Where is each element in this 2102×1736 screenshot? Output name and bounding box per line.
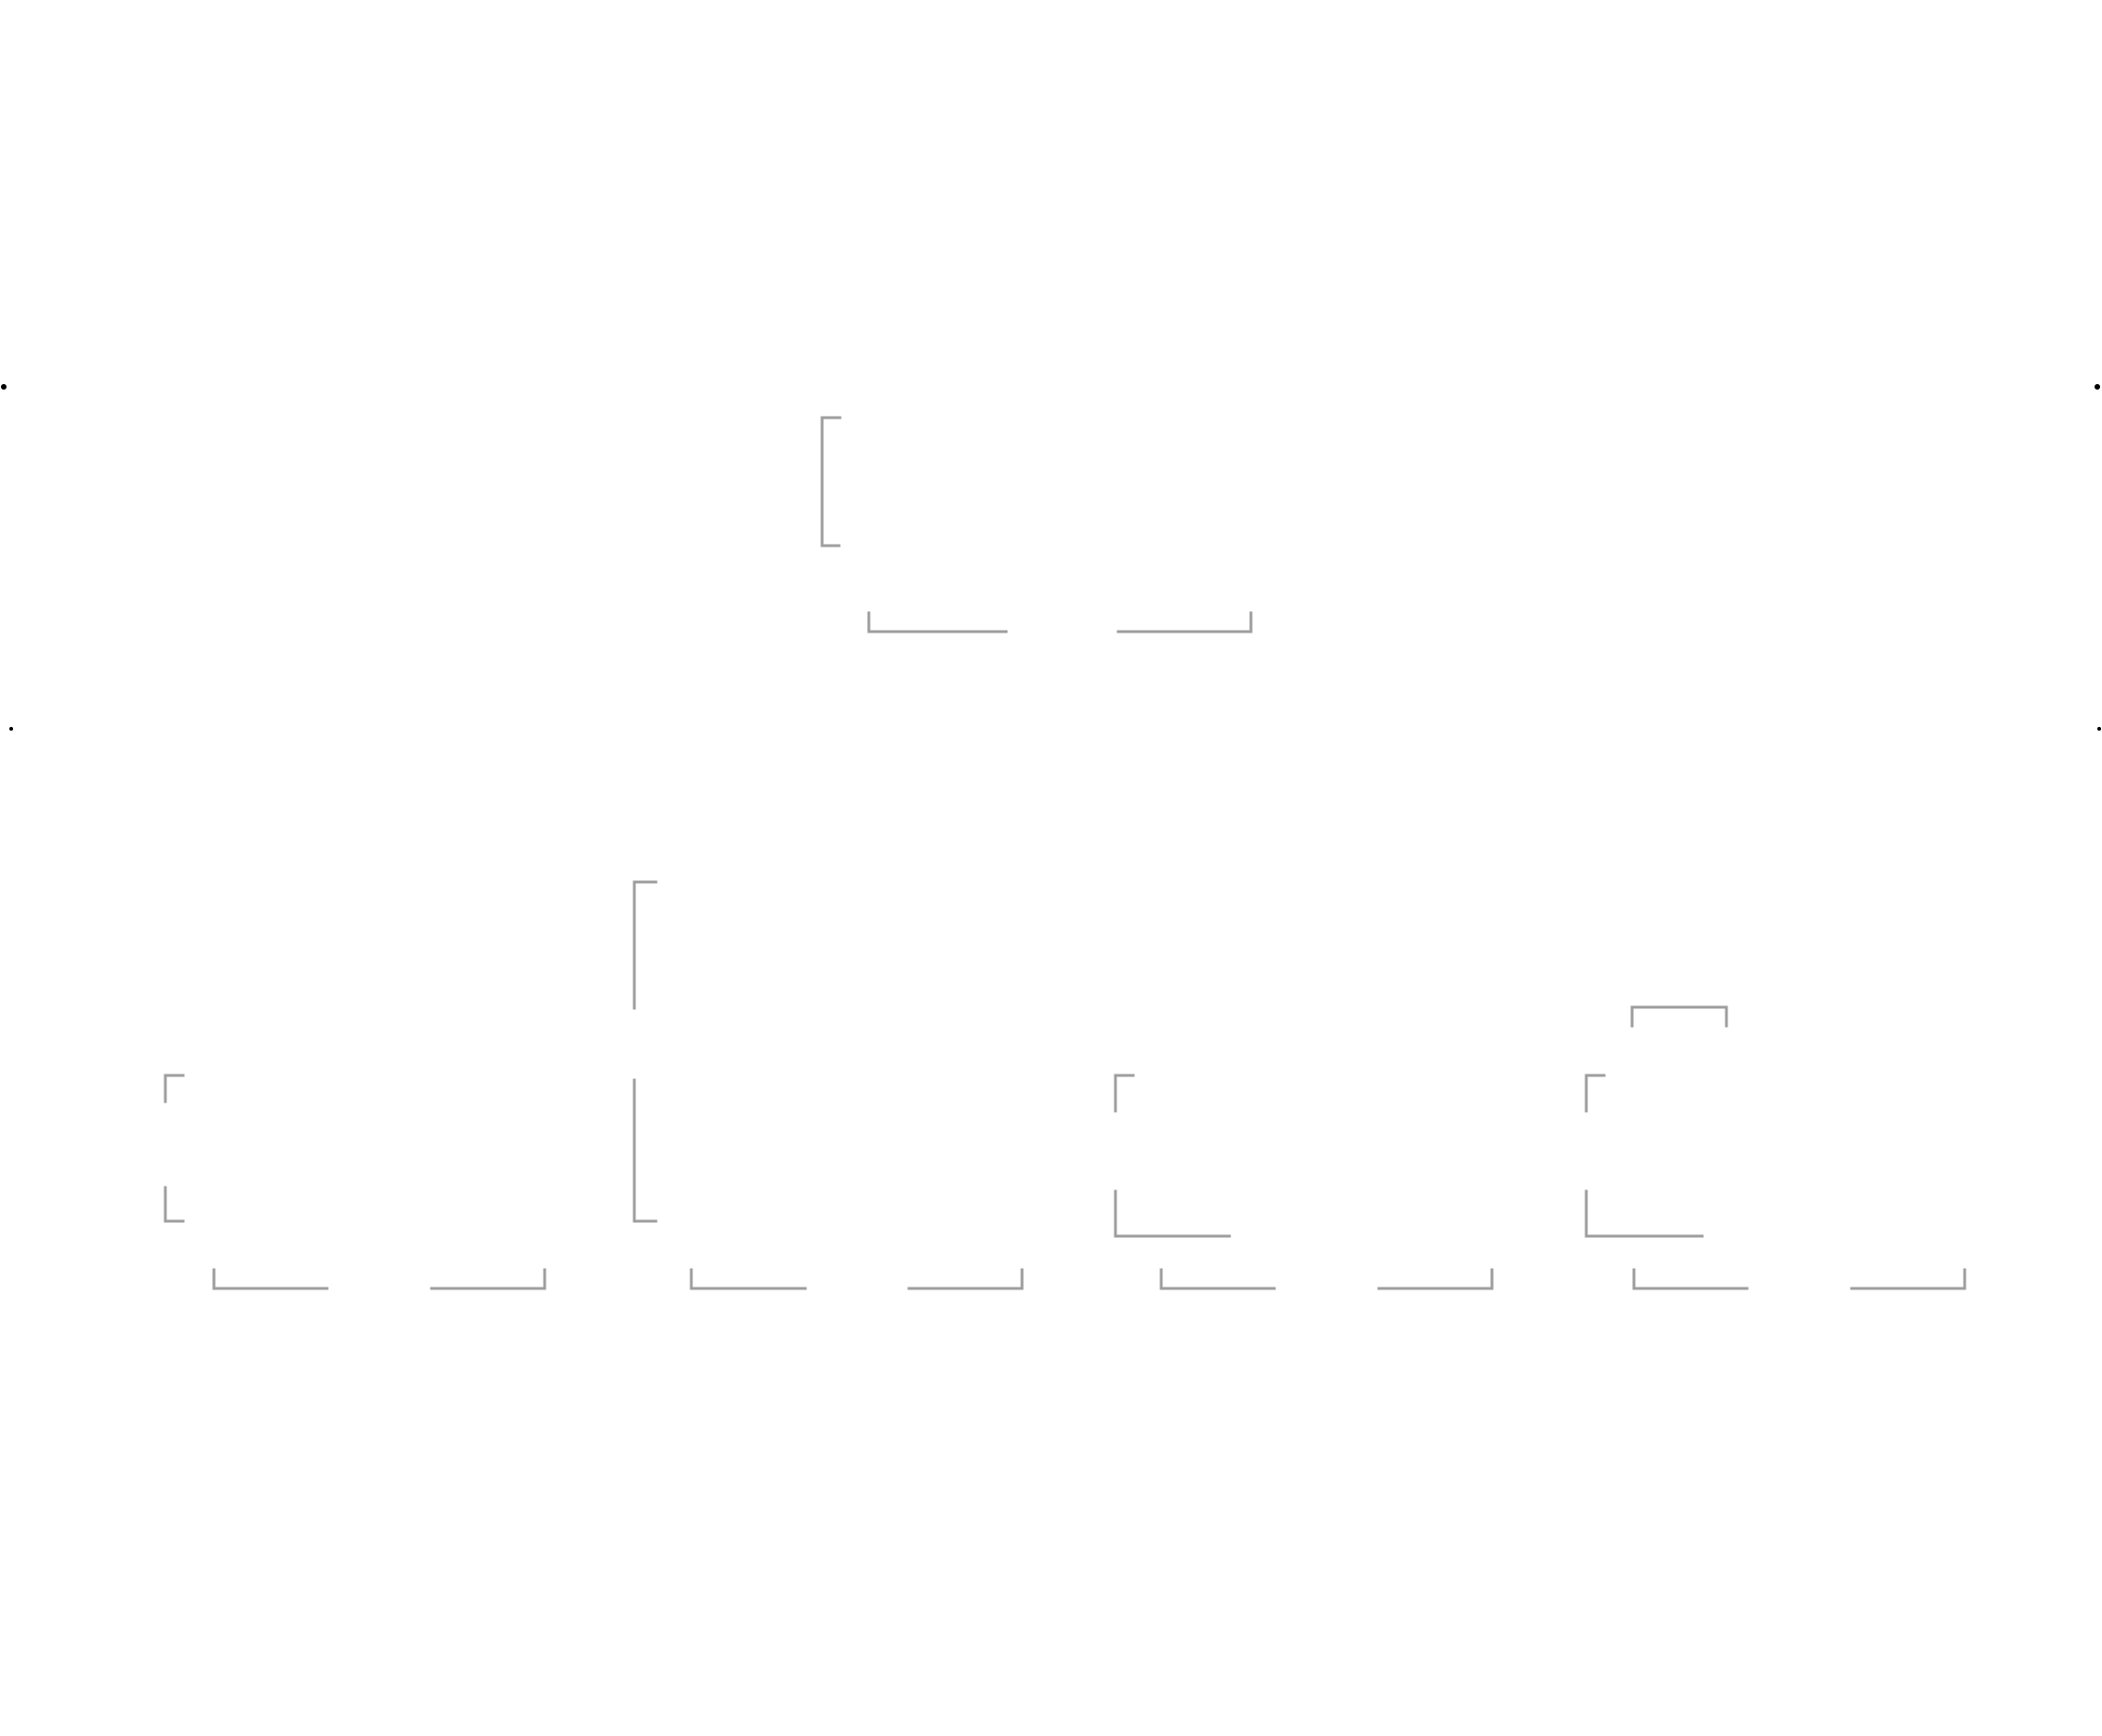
- group-2-lower-vertical-bracket: [632, 1078, 658, 1223]
- top-left-vertical-bracket: [820, 416, 842, 548]
- group-1-bottom-right-corner: [430, 1268, 547, 1290]
- bottom-group-3: [1114, 1074, 1494, 1290]
- group-1-bottom-left-corner: [212, 1268, 329, 1290]
- group-4-top-cap-bracket: [1630, 1005, 1728, 1028]
- group-4-top-corner: [1584, 1074, 1606, 1113]
- group-3-top-corner: [1114, 1074, 1135, 1113]
- top-section: [820, 416, 1253, 633]
- group-3-bottom-left-corner: [1159, 1268, 1276, 1290]
- bottom-group-1: [163, 1074, 547, 1290]
- bottom-group-2: [632, 880, 1024, 1290]
- group-4-bottom-left-corner: [1632, 1268, 1749, 1290]
- group-4-bottom-right-corner: [1850, 1268, 1967, 1290]
- top-bottom-right-corner: [1116, 611, 1253, 633]
- group-1-left-top-corner: [163, 1074, 185, 1103]
- edge-dot-middle-left: [9, 727, 13, 731]
- top-bottom-left-corner: [867, 611, 1008, 633]
- edge-dot-top-left: [1, 384, 7, 390]
- group-2-upper-vertical-bracket: [632, 880, 658, 1010]
- group-3-lower-corner: [1114, 1189, 1231, 1238]
- edge-markers: [1, 384, 2101, 731]
- group-4-lower-corner: [1584, 1189, 1704, 1238]
- group-3-bottom-right-corner: [1377, 1268, 1494, 1290]
- edge-dot-top-right: [2095, 384, 2100, 390]
- group-2-bottom-left-corner: [689, 1268, 807, 1290]
- bottom-group-4: [1584, 1005, 1967, 1290]
- group-1-left-bottom-corner: [163, 1186, 185, 1223]
- group-2-bottom-right-corner: [907, 1268, 1024, 1290]
- edge-dot-middle-right: [2097, 727, 2101, 731]
